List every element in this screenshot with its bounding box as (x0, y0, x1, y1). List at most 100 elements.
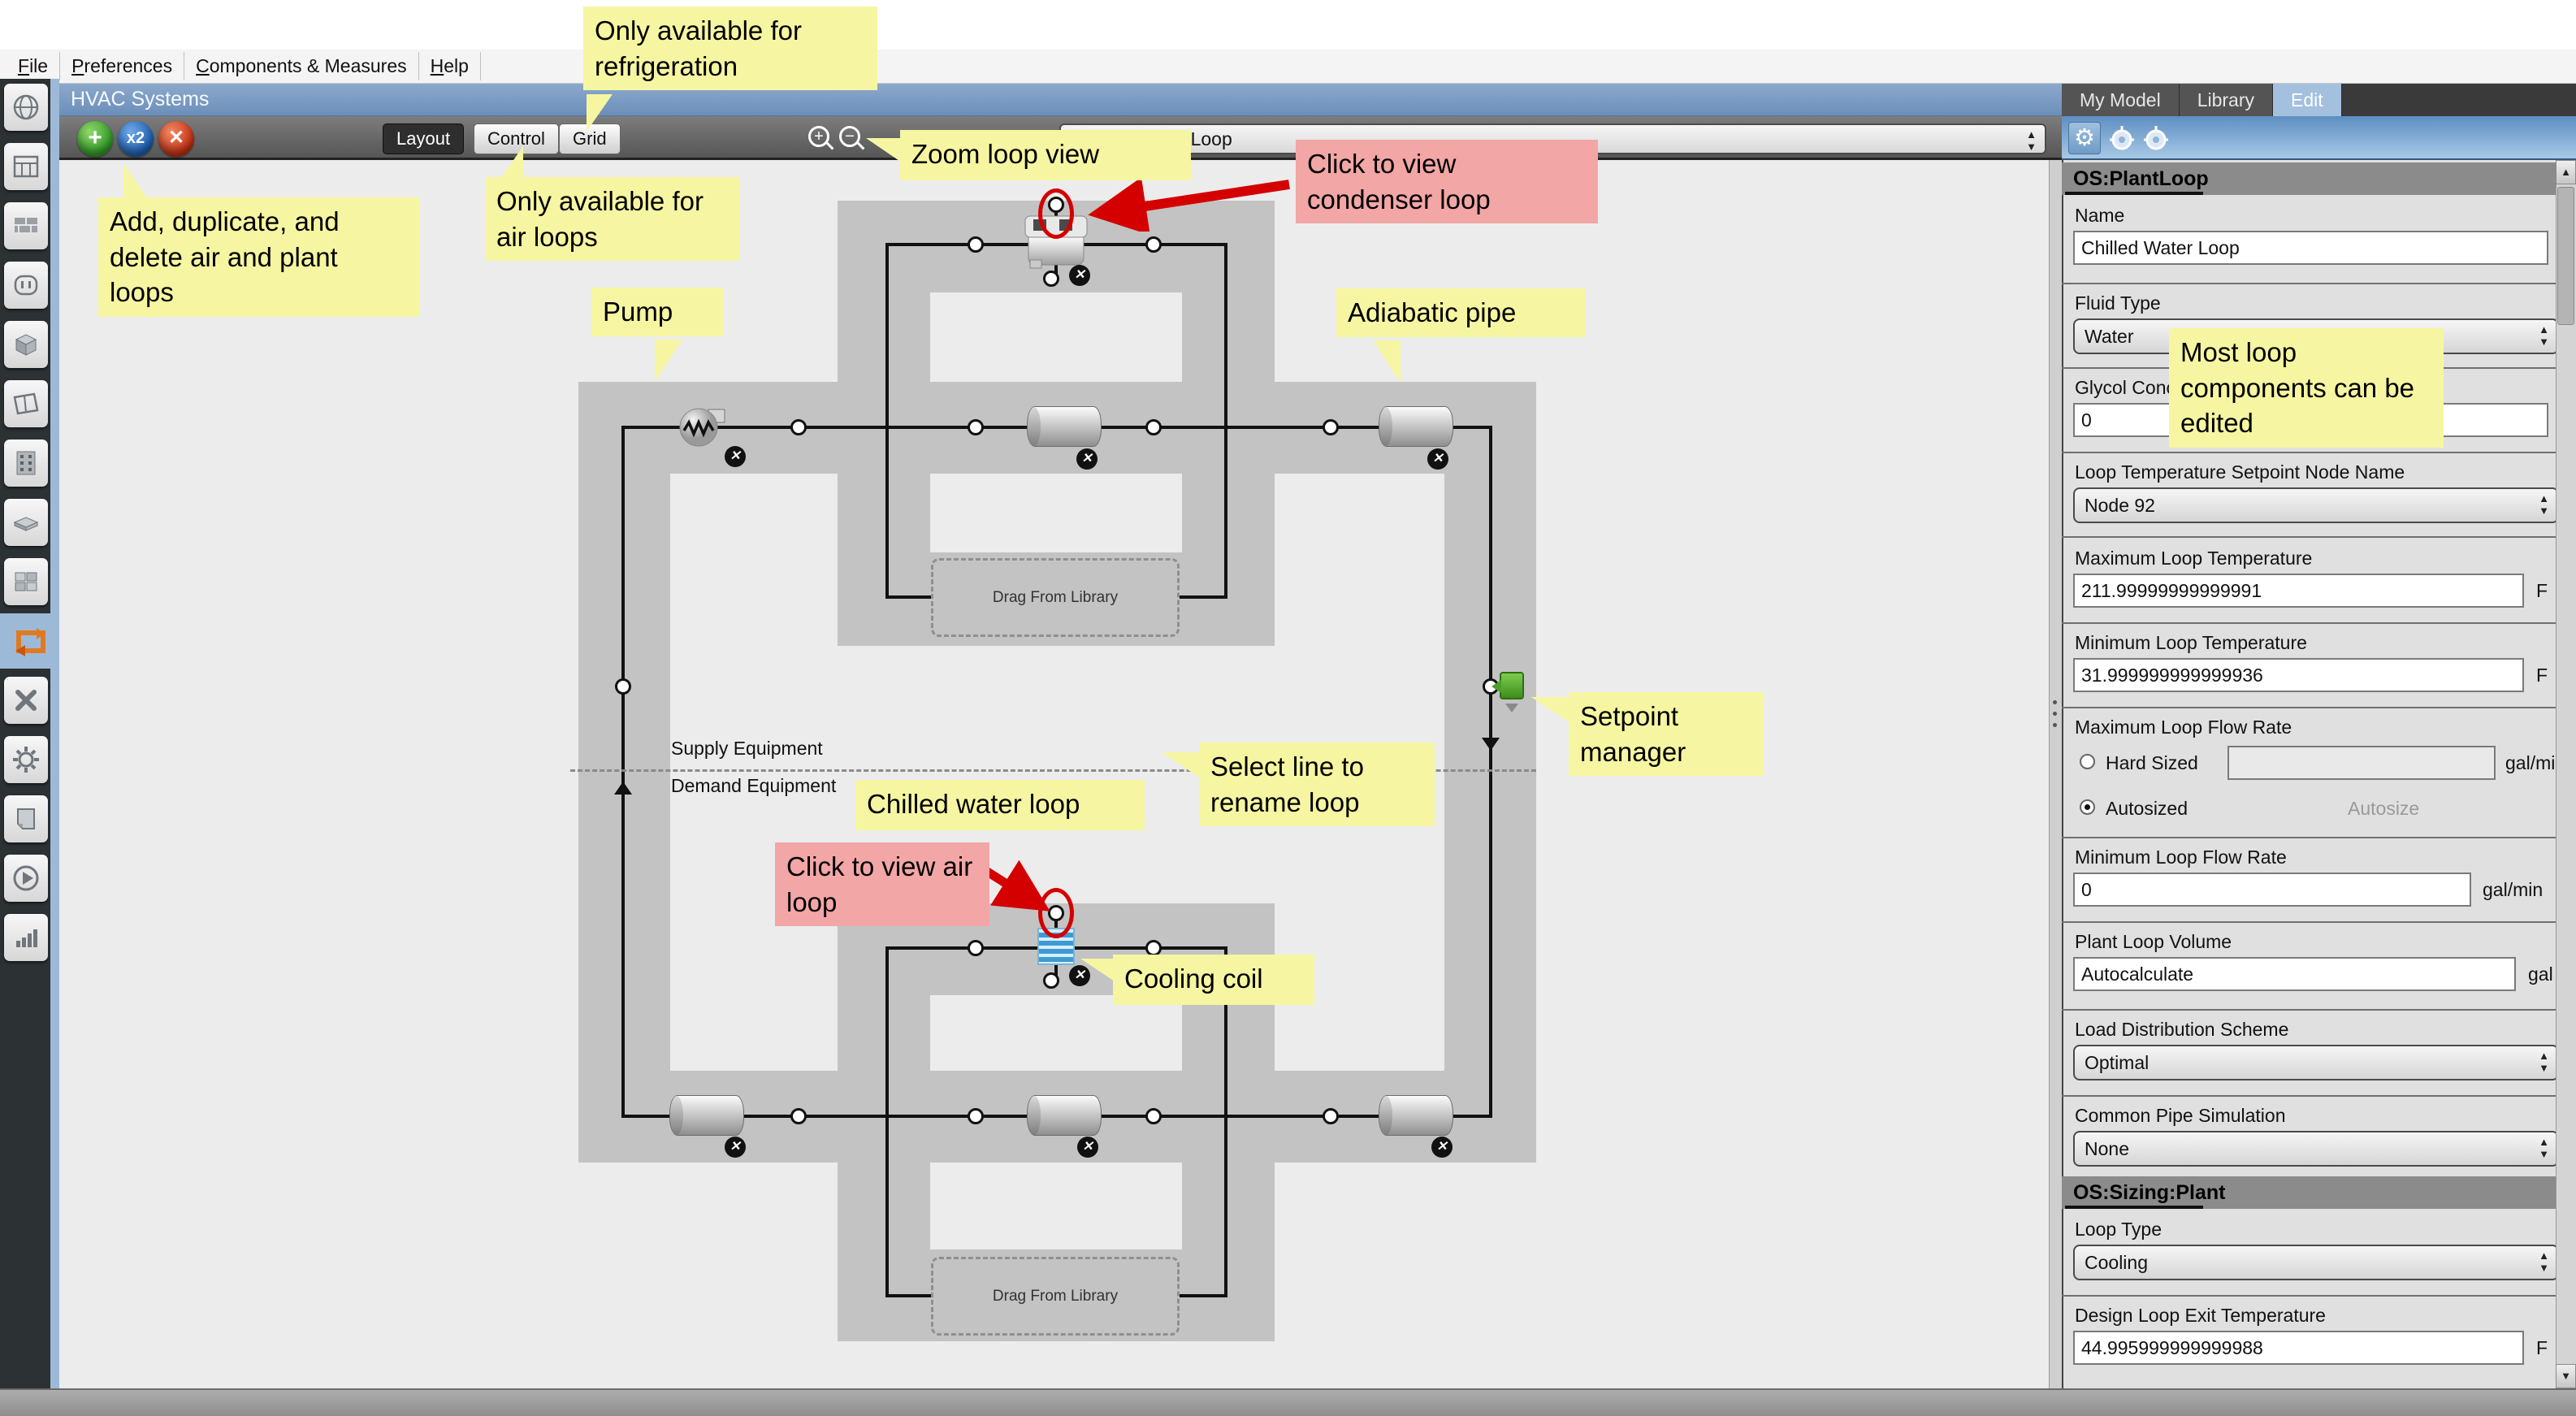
tab-hvac-systems[interactable] (0, 613, 59, 669)
zoom-out-icon[interactable]: − (839, 126, 860, 147)
menu-components-measures[interactable]: Components & Measures (184, 52, 419, 80)
add-loop-button[interactable]: + (77, 121, 113, 157)
design-exit-input[interactable] (2073, 1331, 2524, 1365)
callout-tail (500, 146, 523, 179)
load-dist-dropdown[interactable]: Optimal (2073, 1045, 2559, 1080)
drop-zone-label: Drag From Library (992, 588, 1119, 606)
field-divider (2062, 452, 2556, 453)
tab-geometry[interactable] (4, 380, 48, 427)
tab-edit[interactable]: Edit (2273, 84, 2342, 116)
hard-sized-input[interactable] (2227, 746, 2496, 780)
pipe-node[interactable] (790, 1108, 807, 1124)
pipe-node[interactable] (968, 940, 984, 956)
delete-component-button[interactable] (1069, 265, 1090, 286)
tab-spaces[interactable] (4, 499, 48, 546)
loop-type-dropdown[interactable]: Cooling (2073, 1245, 2559, 1280)
pipe-node[interactable] (1043, 271, 1059, 287)
flow-arrow-up-icon (614, 782, 632, 795)
air-loop-icon[interactable] (2140, 122, 2172, 154)
common-pipe-value: None (2085, 1138, 2129, 1159)
tab-loads[interactable] (4, 262, 48, 309)
pipe-node[interactable] (968, 1108, 984, 1124)
tab-facility[interactable] (4, 440, 48, 487)
min-flow-input[interactable] (2073, 873, 2471, 907)
tab-constructions[interactable] (4, 202, 48, 249)
max-temp-input[interactable] (2073, 574, 2524, 608)
pipe-node[interactable] (1323, 1108, 1339, 1124)
supply-demand-divider[interactable] (570, 769, 1536, 772)
right-panel-tabbar: My Model Library Edit (2062, 84, 2576, 116)
tab-simulation-settings[interactable] (4, 736, 48, 783)
delete-component-button[interactable] (725, 446, 746, 467)
pipe-node[interactable] (1323, 419, 1339, 435)
tab-measures[interactable] (4, 795, 48, 842)
scrollbar-thumb[interactable] (2557, 187, 2574, 325)
callout-tail (1373, 340, 1401, 383)
tab-site[interactable] (4, 84, 48, 131)
play-icon (13, 865, 39, 891)
delete-component-button[interactable] (1076, 448, 1098, 470)
callout-chilled-water-loop: Chilled water loop (855, 780, 1145, 830)
delete-component-button[interactable] (1431, 1137, 1453, 1158)
pipe-node[interactable] (968, 419, 984, 435)
left-riser-pipe[interactable] (621, 426, 625, 1118)
min-temp-input[interactable] (2073, 658, 2524, 692)
pipe-node[interactable] (1145, 1108, 1162, 1124)
tab-schedules[interactable] (4, 143, 48, 190)
layout-view-button[interactable]: Layout (383, 123, 465, 154)
demand-branch-left-pipe[interactable] (885, 946, 889, 1297)
volume-input[interactable] (2073, 957, 2516, 991)
tab-run-simulation[interactable] (4, 855, 48, 902)
delete-component-button[interactable] (1427, 448, 1448, 470)
setpoint-manager-icon[interactable] (1491, 672, 1524, 699)
common-pipe-dropdown[interactable]: None (2073, 1131, 2559, 1167)
scroll-down-icon[interactable]: ▼ (2556, 1364, 2576, 1388)
menu-preferences[interactable]: Preferences (60, 52, 185, 80)
duplicate-loop-button[interactable]: x2 (118, 121, 154, 157)
tab-results-summary[interactable] (4, 914, 48, 961)
tab-my-model[interactable]: My Model (2062, 84, 2180, 116)
demand-branch-right-pipe[interactable] (1224, 946, 1227, 1297)
scroll-up-icon[interactable]: ▲ (2556, 160, 2576, 184)
panel-splitter[interactable] (2049, 160, 2062, 1388)
pump-icon[interactable] (676, 403, 733, 450)
setpoint-dropdown-arrow-icon[interactable] (1505, 704, 1518, 712)
pipe-node[interactable] (1043, 972, 1059, 989)
demand-pipe-component[interactable] (1027, 1095, 1102, 1136)
edit-gear-icon[interactable]: ⚙ (2068, 122, 2101, 154)
delete-component-button[interactable] (1077, 1137, 1098, 1158)
edit-icon-bar: ⚙ (2062, 116, 2576, 160)
tab-thermal-zones[interactable] (4, 558, 48, 605)
pipe-node[interactable] (790, 419, 807, 435)
supply-drop-zone[interactable]: Drag From Library (931, 558, 1180, 637)
hard-sized-radio[interactable] (2080, 754, 2095, 769)
pipe-node[interactable] (1145, 940, 1162, 956)
delete-component-button[interactable] (725, 1137, 746, 1158)
pipe-node[interactable] (1145, 419, 1162, 435)
supply-pipe-component[interactable] (1027, 406, 1102, 447)
right-riser-pipe[interactable] (1489, 426, 1492, 1118)
tab-output-variables[interactable] (4, 677, 48, 724)
pipe-node[interactable] (968, 236, 984, 253)
plant-loop-icon[interactable] (2106, 122, 2138, 154)
autosized-radio[interactable] (2080, 799, 2095, 815)
menu-file[interactable]: File (6, 52, 61, 80)
pipe-node[interactable] (1145, 236, 1162, 253)
supply-branch-left-pipe[interactable] (885, 243, 889, 599)
pipe-node[interactable] (615, 678, 631, 695)
menu-help[interactable]: Help (419, 52, 481, 80)
panel-scrollbar[interactable] (2556, 160, 2576, 1388)
adiabatic-pipe-component[interactable] (1379, 406, 1453, 447)
tab-space-types[interactable] (4, 321, 48, 368)
field-divider (2062, 1295, 2556, 1297)
supply-branch-right-pipe[interactable] (1224, 243, 1227, 599)
demand-pipe-component[interactable] (1379, 1095, 1453, 1136)
demand-drop-zone[interactable]: Drag From Library (931, 1257, 1180, 1336)
name-input[interactable] (2073, 231, 2548, 265)
demand-pipe-component[interactable] (669, 1095, 744, 1136)
setpoint-node-dropdown[interactable]: Node 92 (2073, 487, 2559, 523)
tab-library[interactable]: Library (2179, 84, 2274, 116)
flow-arrow-down-icon (1482, 738, 1500, 751)
delete-loop-button[interactable]: ✕ (158, 121, 194, 157)
zoom-in-icon[interactable]: + (808, 126, 829, 147)
